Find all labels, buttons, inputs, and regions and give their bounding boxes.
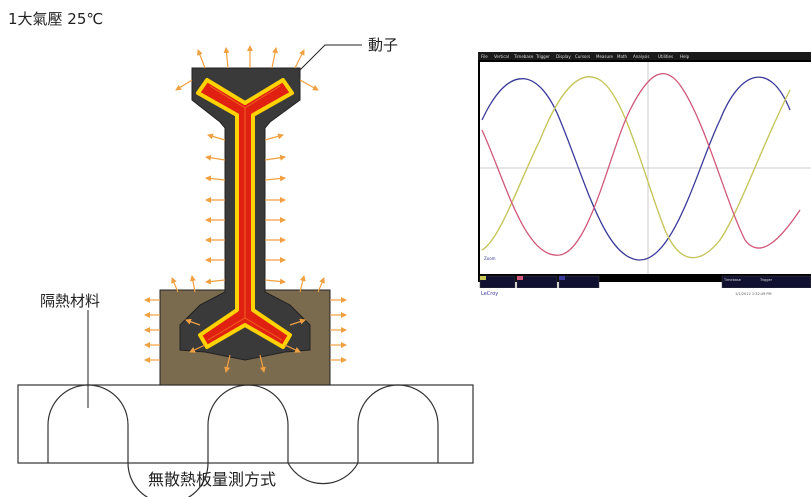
base-plate (17, 384, 474, 497)
scope-menu-item[interactable]: Timebase (513, 54, 534, 59)
scope-brand: LeCroy (481, 291, 498, 297)
scope-menu-item[interactable]: Trigger (535, 54, 550, 59)
scope-menu-item[interactable]: Display (556, 54, 571, 59)
scope-menu-item[interactable]: Measure (596, 54, 614, 59)
scope-trace-phase-c (481, 72, 801, 256)
rotor-leader (299, 44, 362, 71)
scope-menu-bar (478, 52, 811, 60)
svg-text:Timebase: Timebase (723, 278, 741, 282)
scope-menu-item[interactable]: Cursors (575, 54, 590, 59)
scope-grid (480, 62, 811, 274)
scope-menu-item[interactable]: File (481, 54, 488, 59)
scope-menu-item[interactable]: Utilities (658, 54, 673, 59)
scope-trace-phase-a (481, 76, 791, 261)
scope-menu-item[interactable]: Analysis (633, 54, 649, 59)
scope-timestamp: 1/1/2012 1:32:49 PM (735, 292, 772, 296)
scope-menu-items: File Vertical Timebase Trigger Display C… (481, 54, 690, 59)
diagram-caption: 無散熱板量測方式 (148, 470, 277, 489)
insulation-label: 隔熱材料 (40, 292, 101, 310)
rotor-label: 動子 (368, 36, 399, 54)
coil (196, 78, 294, 349)
scope-menu-item[interactable]: Vertical (494, 54, 509, 59)
scope-channel-boxes (479, 275, 600, 289)
condition-label: 1大氣壓 25℃ (8, 10, 104, 28)
scope-menu-item[interactable]: Help (680, 54, 690, 59)
scope-trace-phase-b-color (481, 76, 791, 259)
scope-zoom-marker: Zoom (484, 256, 496, 261)
svg-text:Trigger: Trigger (759, 278, 773, 282)
scope-timebase-box: Timebase Trigger (721, 275, 811, 289)
oscilloscope-screenshot: File Vertical Timebase Trigger Display C… (478, 52, 811, 297)
heat-arrows (144, 45, 347, 373)
scope-menu-item[interactable]: Math (617, 54, 627, 59)
